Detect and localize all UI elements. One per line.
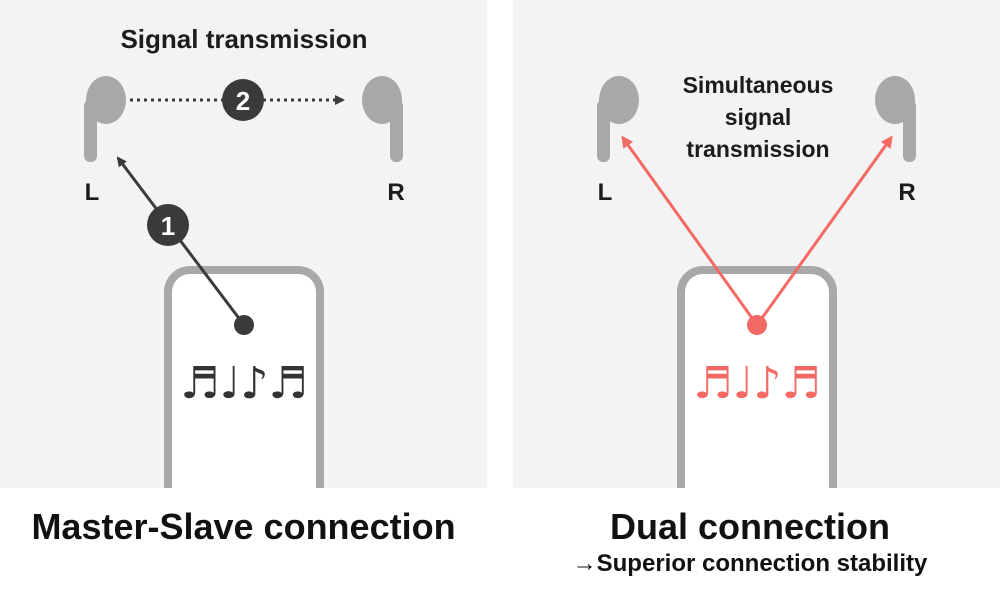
stability-subtitle: →Superior connection stability (572, 550, 928, 577)
step-1-badge: 1 (147, 204, 189, 246)
phone-to-left-arrow (621, 135, 759, 326)
dual-connection-caption: Dual connection →Superior connection sta… (500, 505, 1000, 579)
right-earbud-icon (362, 76, 403, 162)
master-slave-svg: Signal transmission L R 2 ♬♩♪♬ 1 (84, 24, 405, 488)
phone-icon (164, 266, 324, 488)
svg-text:1: 1 (161, 211, 175, 241)
earbud-right-label: R (898, 179, 915, 206)
phone-source-dot (747, 315, 767, 335)
svg-text:2: 2 (236, 86, 250, 116)
dual-connection-title: Dual connection (609, 506, 891, 547)
phone-to-left-arrow (116, 156, 246, 326)
music-notes-icon: ♬♩♪♬ (180, 358, 308, 409)
dual-connection-diagram: Simultaneous signal transmission L R ♬♩♪… (513, 0, 1000, 488)
earbud-left-label: L (85, 179, 100, 206)
simultaneous-label-line3: transmission (686, 136, 829, 162)
left-earbud-icon (597, 76, 639, 162)
dual-connection-svg: Simultaneous signal transmission L R ♬♩♪… (597, 72, 916, 488)
music-notes-icon: ♬♩♪♬ (693, 358, 821, 409)
simultaneous-label-line1: Simultaneous (683, 72, 834, 98)
step-2-badge: 2 (222, 79, 264, 121)
phone-to-right-arrow (755, 135, 893, 326)
phone-icon (677, 266, 837, 488)
signal-transmission-label: Signal transmission (120, 24, 367, 54)
earbud-right-label: R (387, 179, 404, 206)
master-slave-caption: Master-Slave connection (0, 505, 487, 549)
left-earbud-icon (84, 76, 126, 162)
right-earbud-icon (875, 76, 916, 162)
master-slave-diagram: Signal transmission L R 2 ♬♩♪♬ 1 (0, 0, 487, 488)
earbud-left-label: L (598, 179, 613, 206)
simultaneous-label-line2: signal (725, 104, 791, 130)
master-slave-title: Master-Slave connection (31, 506, 456, 547)
phone-source-dot (234, 315, 254, 335)
